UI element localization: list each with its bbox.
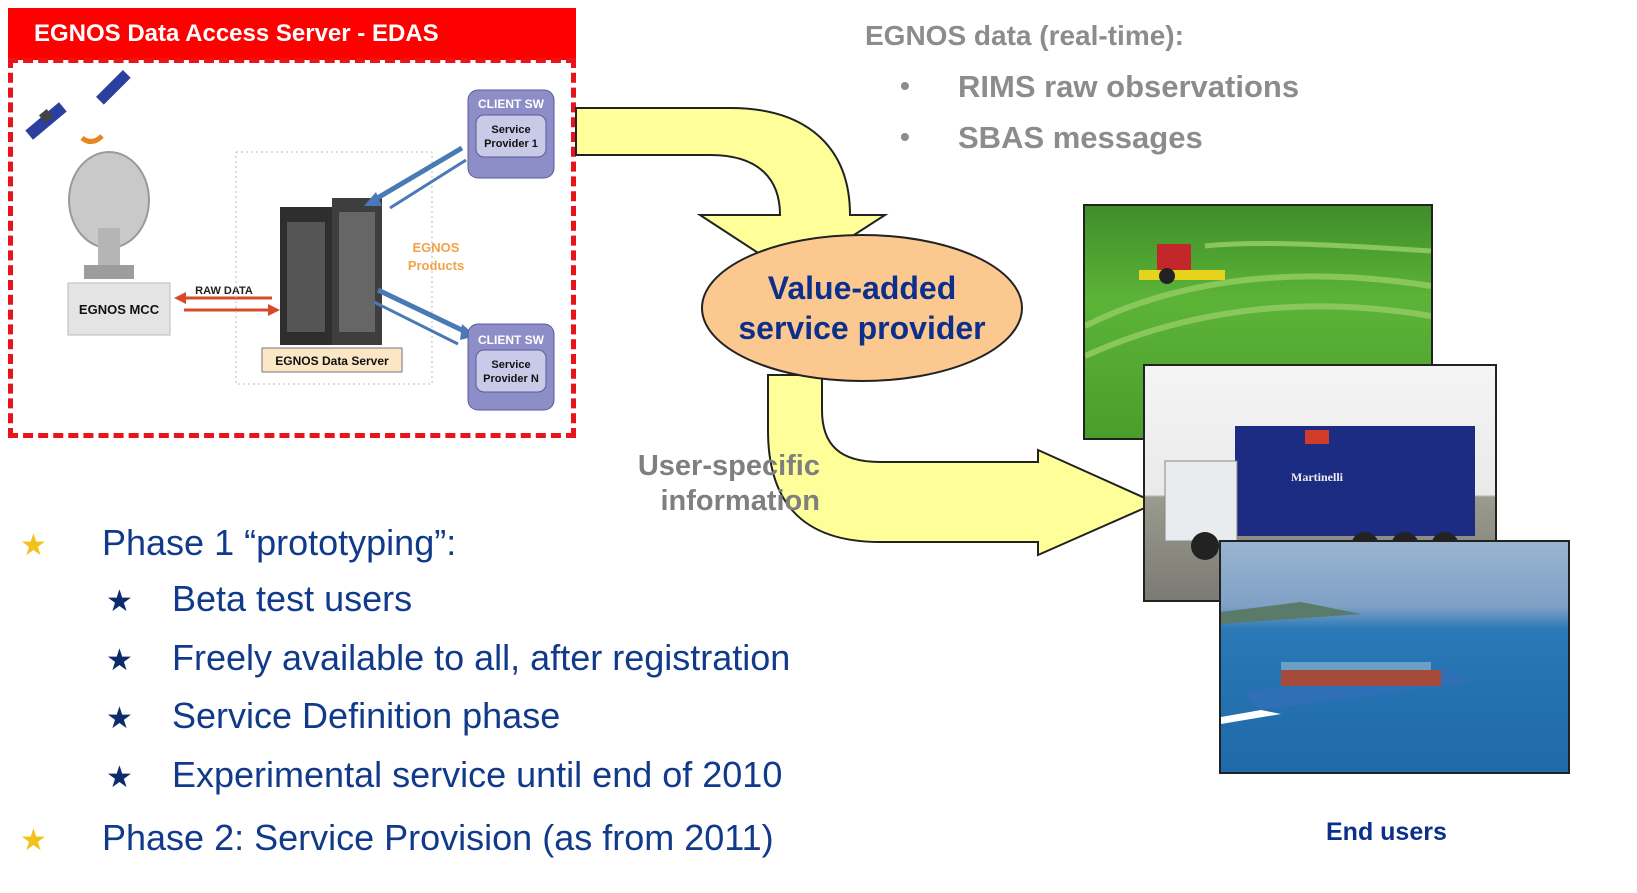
egnos-data-server-box xyxy=(261,347,403,373)
edas-dashed-frame xyxy=(8,58,576,438)
edas-architecture-diagram: EGNOS MCC RAW DATA EGNOS Data Server EGN… xyxy=(25,70,555,411)
phase1-item-4: Experimental service until end of 2010 xyxy=(172,754,783,795)
user-specific-line1: User-specific xyxy=(637,450,820,482)
user-specific-line2: information xyxy=(660,485,821,517)
client-sw-1-label: CLIENT SW xyxy=(478,97,545,111)
end-users-label: End users xyxy=(1326,818,1447,846)
truck-brand-text: Martinelli xyxy=(1291,470,1343,484)
star-bullet-icon: ★ xyxy=(106,761,133,794)
edas-title-bar: EGNOS Data Access Server - EDAS xyxy=(8,8,576,60)
star-bullet-icon: ★ xyxy=(106,702,133,735)
egnos-mcc-box xyxy=(67,282,171,336)
star-bullet-icon: ★ xyxy=(20,529,47,562)
value-added-ellipse xyxy=(701,234,1023,382)
value-added-provider-label: Value-added service provider xyxy=(700,268,1024,348)
satellite-icon xyxy=(25,70,131,144)
bottom-flow-arrow xyxy=(767,374,1159,557)
phase1-item-3: Service Definition phase xyxy=(172,695,561,736)
bullet-dot-icon: • xyxy=(900,70,910,101)
edas-title: EGNOS Data Access Server - EDAS xyxy=(34,20,439,47)
phase2-heading: Phase 2: Service Provision (as from 2011… xyxy=(102,817,774,858)
egnos-products-label-1: EGNOS xyxy=(413,240,460,255)
client-sw-n-label: CLIENT SW xyxy=(478,333,545,347)
egnos-products-label-2: Products xyxy=(408,258,464,273)
star-bullet-icon: ★ xyxy=(106,644,133,677)
value-added-line2: service provider xyxy=(738,310,986,346)
phase1-heading: Phase 1 “prototyping”: xyxy=(102,522,457,563)
service-provider-1-line1: Service xyxy=(491,124,530,136)
phase1-item-1: Beta test users xyxy=(172,578,413,619)
phase1-item-2: Freely available to all, after registrat… xyxy=(172,637,791,678)
egnos-mcc-label: EGNOS MCC xyxy=(79,302,160,317)
service-provider-n-line2: Provider N xyxy=(483,373,539,385)
egnos-data-item-1: RIMS raw observations xyxy=(958,69,1300,104)
client-sw-1-box xyxy=(467,89,555,179)
user-specific-info-label: User-specific information xyxy=(580,449,820,519)
bullet-dot-icon: • xyxy=(900,121,910,152)
service-provider-1-line2: Provider 1 xyxy=(484,138,538,150)
flow-arrows xyxy=(575,107,1159,557)
client-sw-n-box xyxy=(467,323,555,411)
star-bullet-icon: ★ xyxy=(20,824,47,857)
egnos-data-server-label: EGNOS Data Server xyxy=(275,354,389,368)
raw-data-label: RAW DATA xyxy=(195,285,253,297)
server-icon xyxy=(280,198,382,345)
server-area xyxy=(235,151,433,385)
star-bullet-icon: ★ xyxy=(106,585,133,618)
egnos-data-item-2: SBAS messages xyxy=(958,120,1203,155)
photo-container-ship xyxy=(1219,540,1570,774)
egnos-data-heading: EGNOS data (real-time): xyxy=(865,20,1184,51)
value-added-line1: Value-added xyxy=(767,270,957,306)
satellite-dish-icon xyxy=(68,151,150,279)
top-flow-arrow xyxy=(575,107,889,277)
service-provider-n-line1: Service xyxy=(491,359,530,371)
